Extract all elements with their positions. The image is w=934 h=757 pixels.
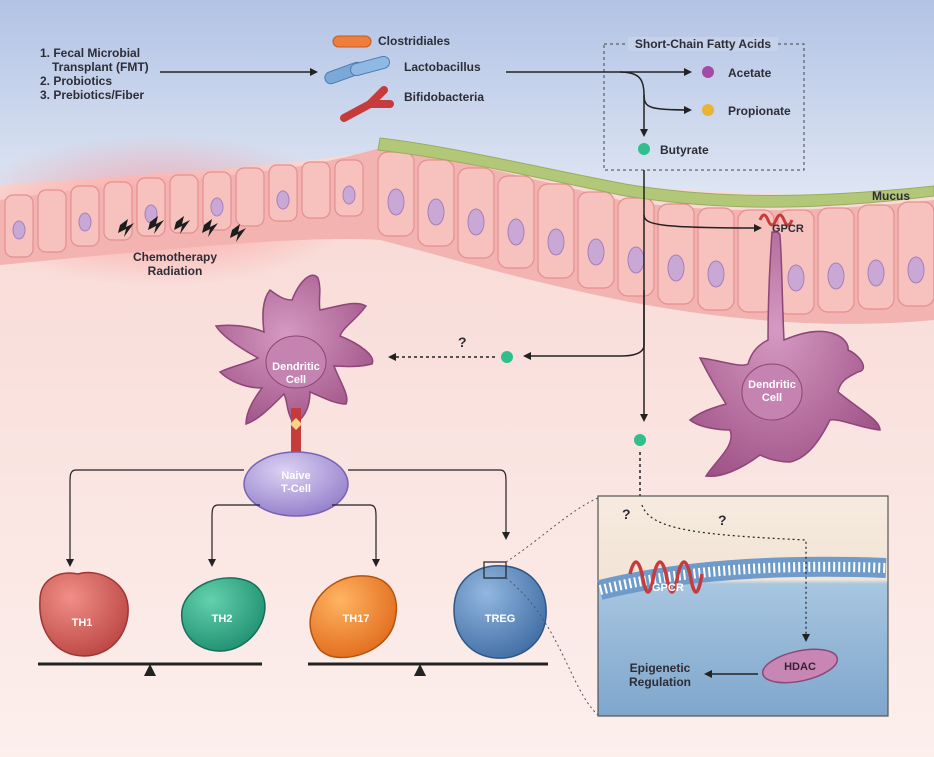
to-treg-arrow <box>348 469 510 540</box>
clostridiales-icon <box>332 35 372 48</box>
butyrate-dot-3 <box>634 434 646 446</box>
gpcr-receptor-top <box>758 213 794 227</box>
to-th1-arrow <box>66 469 244 567</box>
propionate-dot <box>702 104 714 116</box>
butyrate-dot <box>638 143 650 155</box>
acetate-label: Acetate <box>728 66 772 80</box>
inset-panel <box>597 495 889 717</box>
th17-label: TH17 <box>343 613 370 625</box>
to-th2-arrow <box>208 504 260 567</box>
bifidobacteria-icon <box>340 86 394 122</box>
dendritic-right-label-2: Cell <box>762 392 782 404</box>
cell-membrane <box>597 556 887 600</box>
damage-label-2: Radiation <box>148 264 203 278</box>
scfa-title-bg <box>628 37 778 51</box>
question-mark-2: ? <box>622 506 631 522</box>
treg-label: TREG <box>485 613 516 625</box>
hdac-label: HDAC <box>784 661 816 673</box>
treg-cell <box>453 565 547 659</box>
damage-bolts <box>118 216 246 242</box>
immune-synapse <box>291 408 301 456</box>
synapse-diamond <box>290 418 302 430</box>
th1-cell <box>39 571 129 657</box>
naive-label-1: Naive <box>281 470 310 482</box>
dendritic-cell-right <box>688 231 881 478</box>
acetate-dot <box>702 66 714 78</box>
intervention-1: 1. Fecal Microbial <box>40 46 140 60</box>
damage-label-1: Chemotherapy <box>133 250 217 264</box>
lactobacillus-icon <box>324 55 391 85</box>
dendritic-left-label-2: Cell <box>286 374 306 386</box>
dendritic-left-label-1: Dendritic <box>272 361 320 373</box>
butyrate-label: Butyrate <box>660 143 709 157</box>
propionate-label: Propionate <box>728 104 791 118</box>
th17-cell <box>309 575 398 659</box>
intervention-1b: Transplant (FMT) <box>52 60 149 74</box>
lactobacillus-label: Lactobacillus <box>404 60 481 74</box>
dendritic-right-label-1: Dendritic <box>748 379 796 391</box>
bifidobacteria-label: Bifidobacteria <box>404 90 484 104</box>
hdac-icon <box>761 648 839 684</box>
balance-fulcrum-right <box>414 664 426 676</box>
question-mark-3: ? <box>718 512 727 528</box>
th2-cell <box>181 577 266 652</box>
question-mark-1: ? <box>458 334 467 350</box>
mucus-label: Mucus <box>872 189 910 203</box>
naive-t-cell <box>243 451 349 517</box>
zoom-box <box>483 561 507 579</box>
to-th17-arrow <box>332 504 380 567</box>
gpcr-label-top: GPCR <box>772 223 804 235</box>
inset-gpcr-label: GPCR <box>652 582 684 594</box>
butyrate-to-hdac-arrow <box>641 504 810 642</box>
scfa-box <box>603 43 805 171</box>
mucus-layer <box>377 137 934 208</box>
intervention-2: 2. Probiotics <box>40 74 112 88</box>
gpcr-receptor-inset <box>628 560 704 594</box>
butyrate-dot-2 <box>501 351 513 363</box>
epithelial-nuclei <box>12 185 925 292</box>
intervention-3: 3. Prebiotics/Fiber <box>40 88 144 102</box>
clostridiales-label: Clostridiales <box>378 34 450 48</box>
butyrate-left-arrow <box>523 290 645 360</box>
th1-label: TH1 <box>72 617 93 629</box>
epigenetic-label-1: Epigenetic <box>630 661 691 675</box>
epithelial-cells <box>4 151 934 315</box>
balance-fulcrum-left <box>144 664 156 676</box>
epigenetic-label-2: Regulation <box>629 675 691 689</box>
zoom-line-top <box>505 497 599 563</box>
scfa-title: Short-Chain Fatty Acids <box>635 37 772 51</box>
th2-label: TH2 <box>212 613 233 625</box>
naive-label-2: T-Cell <box>281 483 311 495</box>
